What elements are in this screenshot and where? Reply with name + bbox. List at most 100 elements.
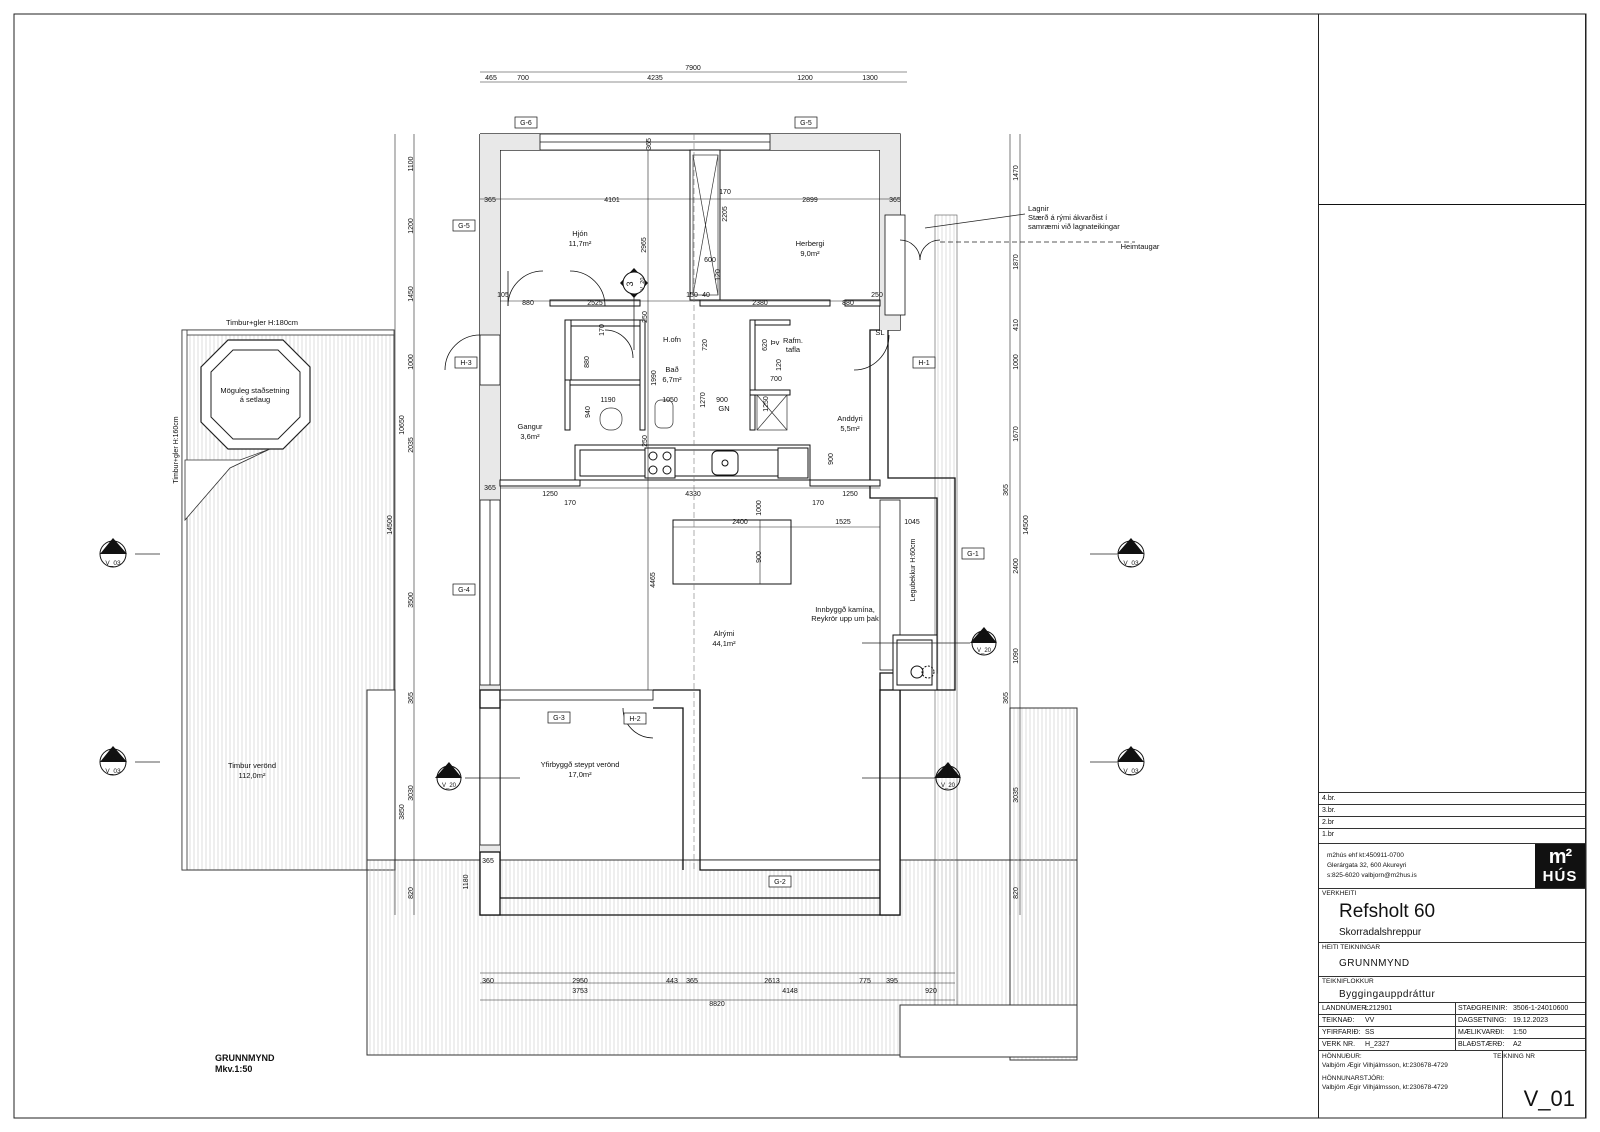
project-section: VERKHEITI Refsholt 60 Skorradalshreppur: [1319, 888, 1585, 942]
dim-int-1000: 1000: [756, 500, 763, 516]
room-herbergi: Herbergi: [796, 239, 825, 248]
room-timber-deck-area: 112,0m²: [239, 771, 266, 780]
tag-g4: G-4: [458, 587, 470, 594]
hot-tub-octagon: [184, 339, 311, 522]
dim-int-1990: 1990: [651, 370, 658, 386]
dim-int-4465: 4465: [650, 572, 657, 588]
drawing-title: GRUNNMYND: [215, 1053, 275, 1063]
label-lagnir-1: Lagnir: [1028, 204, 1049, 213]
dim-top-4: 1200: [797, 75, 813, 82]
dim-left-6: 3500: [408, 592, 415, 608]
section-cut-lines: [135, 213, 1135, 779]
label-rafm: Rafm.: [783, 336, 803, 345]
dim-left-3850: 3850: [399, 804, 406, 820]
dim-int-900-c: 900: [756, 551, 763, 563]
dim-right-5: 1670: [1013, 426, 1020, 442]
company-line-1: m2hús ehf kt:450911-0700: [1327, 852, 1404, 859]
info-row-4: VERK NR. H_2327 BLAÐSTÆRÐ: A2: [1319, 1038, 1585, 1051]
timber-deck: [181, 214, 1078, 1061]
company-info: m2hús ehf kt:450911-0700 Glerárgata 32, …: [1319, 843, 1585, 889]
tag-g6: G-6: [520, 120, 532, 127]
section-marker-a-right: A V_03: [1117, 746, 1145, 776]
room-bad: Bað: [665, 365, 678, 374]
title-block-blank-box: [1319, 14, 1585, 205]
drawing-category-section: TEIKNIFLOKKUR Byggingauppdráttur: [1319, 976, 1585, 1002]
room-herbergi-area: 9,0m²: [800, 249, 820, 258]
windows: [479, 133, 906, 871]
tag-g3: G-3: [553, 715, 565, 722]
project-name: Refsholt 60: [1339, 901, 1436, 922]
revision-row-3: 3.br.: [1319, 804, 1585, 816]
dim-int-720: 720: [702, 339, 709, 351]
marker-1-number: 1: [945, 769, 950, 779]
design-manager-value: Valbjörn Ægir Vilhjálmsson, kt:230678-47…: [1322, 1084, 1448, 1091]
marker-a-left-ref: V_03: [105, 768, 121, 775]
room-gangur: Gangur: [517, 422, 543, 431]
dim-int-365-d: 365: [482, 858, 494, 865]
label-fireplace-2: Reykrör upp um þak: [811, 614, 879, 623]
logo-bottom: HÚS: [1542, 868, 1578, 885]
dim-int-170-b: 170: [564, 500, 576, 507]
flokkur-label: TEIKNIFLOKKUR: [1322, 978, 1374, 985]
designer-value: Valbjörn Ægir Vilhjálmsson, kt:230678-47…: [1322, 1062, 1448, 1069]
dim-int-2525: 2525: [587, 300, 603, 307]
row1-value-2: 3506-1-24010600: [1513, 1005, 1569, 1012]
verkheiti-label: VERKHEITI: [1322, 890, 1357, 897]
dim-int-4101: 4101: [604, 197, 620, 204]
dim-int-250-a: 250: [871, 292, 883, 299]
drawing-name: GRUNNMYND: [1339, 958, 1410, 969]
doors: [444, 239, 941, 739]
company-line-3: s:825-6020 valbjorn@m2hus.is: [1327, 872, 1417, 879]
company-logo: m² HÚS: [1535, 844, 1585, 889]
dim-int-105: 105: [497, 292, 509, 299]
row4-label-1: VERK NR.: [1322, 1041, 1356, 1048]
row2-value-1: VV: [1365, 1017, 1375, 1024]
section-marker-1: 1 V_20: [934, 762, 961, 791]
project-location: Skorradalshreppur: [1339, 927, 1422, 938]
dim-int-120-a: 120: [715, 269, 722, 281]
dim-int-4330: 4330: [685, 491, 701, 498]
dim-int-900-a: 900: [716, 397, 728, 404]
row4-value-2: A2: [1513, 1041, 1522, 1048]
dim-int-880-b: 880: [842, 300, 854, 307]
dim-right-10: 3035: [1013, 787, 1020, 803]
designer-label: HÖNNUÐUR:: [1322, 1053, 1362, 1060]
dim-int-2205: 2205: [722, 206, 729, 222]
dimension-lines: [394, 71, 1021, 1001]
dim-int-1250-b: 1250: [842, 491, 858, 498]
dim-int-120-b: 120: [776, 359, 783, 371]
dim-int-2380: 2380: [752, 300, 768, 307]
dim-bot-row2-1: 3753: [572, 988, 588, 995]
dim-int-1250-c: 1250: [763, 396, 770, 412]
dim-right-7: 2400: [1013, 558, 1020, 574]
revision-row-2: 2.br: [1319, 816, 1585, 828]
dim-top-1: 465: [485, 75, 497, 82]
dim-int-1050: 1050: [662, 397, 678, 404]
revision-row-4: 4.br.: [1319, 792, 1585, 804]
dim-bot-row2-2: 4148: [782, 988, 798, 995]
dim-int-700: 700: [770, 376, 782, 383]
dim-bot-1: 360: [482, 978, 494, 985]
label-fireplace-1: Innbyggð kamína,: [815, 605, 875, 614]
marker-1-ref: V_20: [941, 783, 956, 789]
dim-top-2: 700: [517, 75, 529, 82]
dim-left-total-14500: 14500: [387, 515, 394, 535]
covered-veranda-walls: [479, 689, 901, 916]
kitchen-island: [672, 519, 792, 585]
room-bad-area: 6,7m²: [662, 375, 682, 384]
room-gangur-area: 3,6m²: [520, 432, 540, 441]
tag-g2: G-2: [774, 879, 786, 886]
label-bench: Legubekkur H:60cm: [910, 539, 917, 602]
dim-right-1: 1470: [1013, 165, 1020, 181]
dim-bot-row2-3: 920: [925, 988, 937, 995]
drawing-name-section: HEITI TEIKNINGAR GRUNNMYND: [1319, 942, 1585, 976]
dim-right-8: 1090: [1013, 648, 1020, 664]
dim-right-3: 410: [1013, 319, 1020, 331]
dim-left-1: 1100: [408, 156, 415, 171]
marker-3-number: 3: [625, 281, 635, 286]
drawing-number-label: TEIKNING NR: [1493, 1053, 1535, 1060]
row2-label-2: DAGSETNING:: [1458, 1017, 1507, 1024]
title-block: 4.br. 3.br. 2.br 1.br m2hús ehf kt:45091…: [1318, 14, 1586, 1118]
label-timber-glass-side: Timbur+gler H:160cm: [173, 416, 180, 483]
row4-label-2: BLAÐSTÆRÐ:: [1458, 1041, 1505, 1048]
